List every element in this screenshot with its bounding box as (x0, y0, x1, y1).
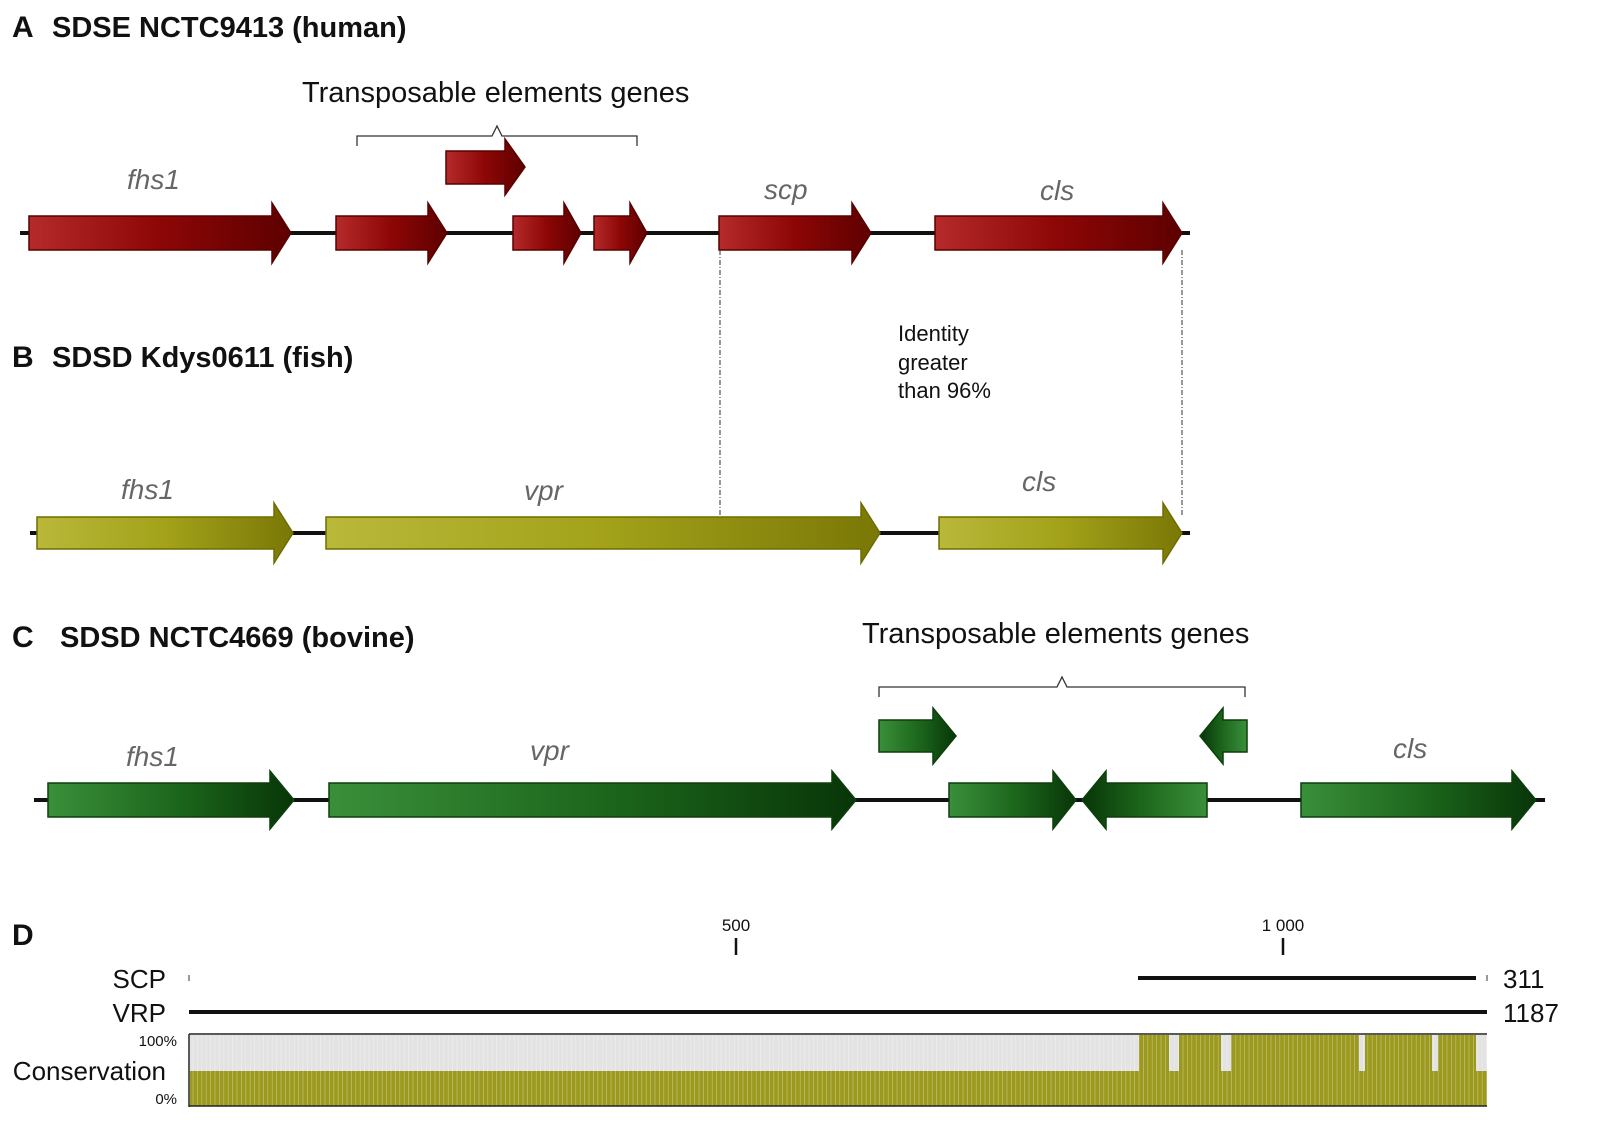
conservation-high-segment-1 (1139, 1035, 1169, 1106)
gene-arrow-b-fhs1 (36, 500, 294, 566)
track-label-scp: SCP (113, 964, 166, 994)
ruler-tick-label-1000: 1 000 (1262, 916, 1305, 935)
transposable-label-c: Transposable elements genes (862, 618, 1249, 650)
conservation-dip-4 (1432, 1071, 1438, 1106)
identity-note-line-3: than 96% (898, 378, 991, 403)
gene-arrow-c-cls (1300, 768, 1537, 832)
panel-title-b: SDSD Kdys0611 (fish) (52, 342, 353, 374)
gene-label-c-vpr: vpr (530, 735, 571, 766)
conservation-low-block (190, 1071, 1139, 1106)
te-arrow-c-upper-reverse (1199, 705, 1248, 767)
conservation-min-label: 0% (155, 1091, 177, 1108)
panel-letter-d: D (12, 919, 34, 952)
gene-arrow-a-cls (934, 200, 1183, 266)
panel-letter-b: B (12, 341, 34, 374)
gene-label-b-fhs1: fhs1 (121, 474, 174, 505)
transposable-label-a: Transposable elements genes (302, 77, 689, 109)
gene-label-a-scp: scp (764, 174, 808, 205)
gene-label-a-cls: cls (1040, 175, 1074, 206)
ruler-tick-label-500: 500 (722, 916, 750, 935)
conservation-column-stripes (192, 1035, 1487, 1106)
te-arrow-a-2 (512, 200, 582, 266)
gene-arrow-c-vpr (328, 768, 857, 832)
conservation-label: Conservation (13, 1056, 166, 1086)
identity-note-line-1: Identity (898, 321, 969, 346)
conservation-plot (188, 1033, 1487, 1107)
panel-letter-a: A (12, 11, 34, 44)
te-arrow-c-forward (948, 768, 1077, 832)
gene-arrow-a-fhs1 (28, 200, 292, 266)
gene-label-a-fhs1: fhs1 (127, 164, 180, 195)
track-length-scp: 311 (1503, 964, 1544, 994)
conservation-max-label: 100% (139, 1033, 177, 1050)
track-length-vrp: 1187 (1503, 998, 1559, 1028)
gene-label-c-fhs1: fhs1 (126, 741, 179, 772)
conservation-high-segment-2 (1179, 1035, 1221, 1106)
panel-letter-c: C (12, 621, 34, 654)
conservation-tail (1476, 1071, 1487, 1106)
te-arrow-a-1 (335, 200, 448, 266)
identity-note: Identity greater than 96% (898, 321, 991, 403)
te-arrow-a-upper (445, 136, 526, 198)
te-arrow-a-3 (593, 200, 648, 266)
conservation-high-segment-5 (1438, 1035, 1476, 1106)
conservation-dip-1 (1169, 1071, 1179, 1106)
conservation-dip-2 (1221, 1071, 1231, 1106)
track-label-vrp: VRP (113, 998, 166, 1028)
identity-note-line-2: greater (898, 350, 968, 375)
gene-arrow-c-fhs1 (47, 768, 295, 832)
conservation-high-segment-3 (1231, 1035, 1359, 1106)
gene-label-b-vpr: vpr (524, 475, 565, 506)
panel-title-a: SDSE NCTC9413 (human) (52, 12, 407, 44)
transposable-bracket-c (878, 675, 1246, 697)
conservation-high-segment-4 (1365, 1035, 1432, 1106)
gene-label-b-cls: cls (1022, 466, 1056, 497)
gene-arrow-b-vpr (325, 500, 881, 566)
gene-arrow-b-cls (938, 500, 1183, 566)
te-arrow-c-reverse (1081, 768, 1208, 832)
transposable-bracket-a (356, 124, 638, 146)
panel-title-c: SDSD NCTC4669 (bovine) (60, 622, 415, 654)
te-arrow-c-upper-forward (878, 705, 957, 767)
conservation-dip-3 (1359, 1071, 1365, 1106)
gene-label-c-cls: cls (1393, 733, 1427, 764)
gene-arrow-a-scp (718, 200, 872, 266)
